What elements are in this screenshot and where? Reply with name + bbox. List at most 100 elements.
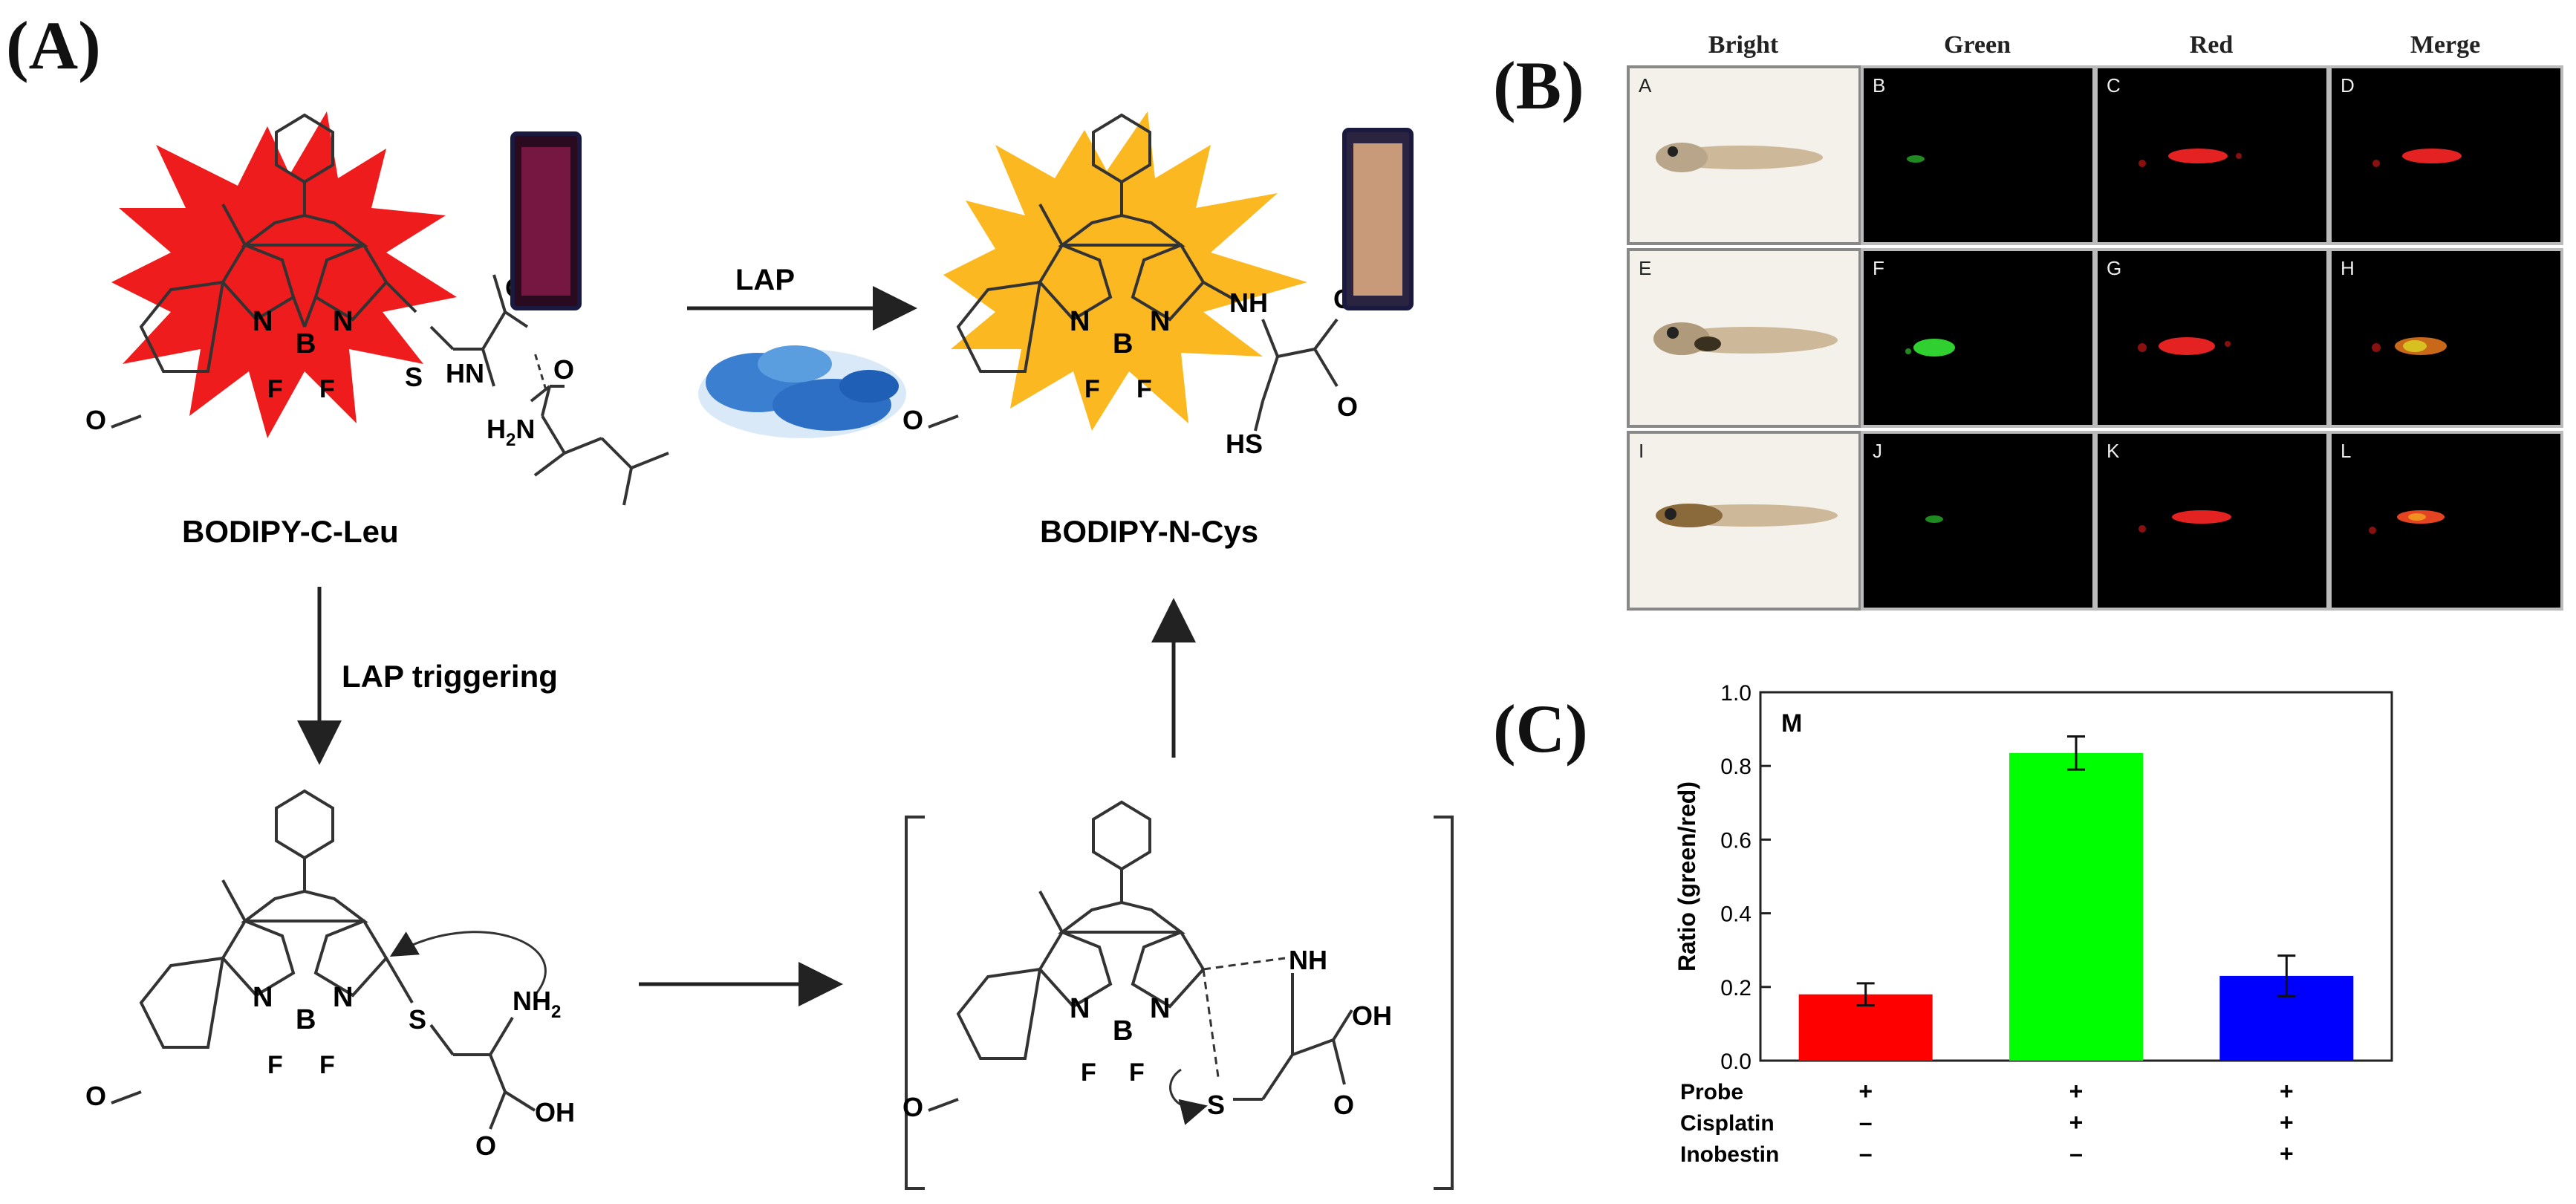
atom-n-left-4: N — [1070, 993, 1090, 1024]
atom-n-left-3: N — [253, 982, 273, 1013]
image-tile-merge: D — [2329, 65, 2563, 245]
atom-oh-4: OH — [1352, 1000, 1392, 1031]
tile-letter: C — [2107, 74, 2121, 97]
atom-f2: F — [319, 375, 335, 403]
condition-sign: + — [2069, 1109, 2084, 1136]
atom-nh-2: NH — [1229, 287, 1268, 318]
tile-letter: B — [1873, 74, 1886, 97]
compound2-label: BODIPY-N-Cys — [1040, 514, 1258, 549]
y-tick-label: 0.0 — [1720, 1050, 1752, 1074]
atom-o-2: O — [1337, 391, 1358, 422]
y-tick-label: 0.4 — [1720, 902, 1752, 927]
atom-f1-3: F — [267, 1051, 283, 1079]
image-tile-red: K — [2095, 431, 2329, 611]
tile-letter: L — [2341, 440, 2352, 462]
atom-n-right-2: N — [1150, 306, 1170, 337]
tile-letter: F — [1873, 257, 1884, 279]
panel-b-label: (B) — [1493, 48, 1584, 123]
tile-letter: J — [1873, 440, 1882, 462]
atom-b-3: B — [296, 1004, 316, 1035]
image-tile-merge: H — [2329, 248, 2563, 428]
condition-label: Probe — [1680, 1080, 1743, 1104]
image-tile-red: C — [2095, 65, 2329, 245]
panel-a-label: (A) — [6, 7, 101, 83]
image-tile-green: F — [1861, 248, 2095, 428]
atom-f1-2: F — [1084, 375, 1100, 403]
atom-oh-3: OH — [535, 1097, 575, 1127]
atom-f2-4: F — [1129, 1058, 1145, 1087]
tile-letter: I — [1639, 440, 1645, 462]
ratio-bar-chart: M Ratio (green/red) 0.0 0.2 0.4 0.6 0.8 1.0 P… — [1674, 681, 2393, 1167]
image-tile-bright: E — [1627, 248, 1861, 428]
panel-c-label: (C) — [1493, 691, 1588, 767]
atom-hs-2: HS — [1226, 429, 1263, 459]
col-header-merge: Merge — [2410, 31, 2481, 59]
atom-nh2-3: NH2 — [513, 986, 561, 1022]
transition-state-bracket: N B N F F NH S OH O O — [902, 800, 1454, 1190]
atom-n-right-4: N — [1150, 993, 1170, 1024]
atom-n-left: N — [253, 306, 273, 337]
atom-s-4: S — [1207, 1090, 1225, 1120]
reaction-scheme: N B N F F S HN O OH H2N O BODIPY-C-Leu L… — [85, 111, 1454, 1190]
atom-o-methoxy: O — [85, 405, 106, 435]
y-tick-label: 0.2 — [1720, 976, 1752, 1000]
condition-sign: – — [1859, 1140, 1873, 1167]
y-tick-label: 0.6 — [1720, 828, 1752, 853]
col-header-bright: Bright — [1708, 31, 1779, 59]
condition-sign: – — [2069, 1140, 2083, 1167]
lap-label: LAP — [735, 264, 795, 296]
tile-letter: G — [2107, 257, 2122, 279]
tile-letter: K — [2107, 440, 2120, 462]
atom-h2n: H2N — [487, 414, 535, 450]
y-axis-label: Ratio (green/red) — [1674, 781, 1700, 972]
condition-label: Inobestin — [1680, 1142, 1779, 1167]
image-tile-bright: I — [1627, 431, 1861, 611]
atom-f1-4: F — [1081, 1058, 1096, 1087]
trigger-label: LAP triggering — [342, 659, 558, 694]
image-tile-red: G — [2095, 248, 2329, 428]
condition-sign: + — [1858, 1078, 1873, 1104]
atom-hn: HN — [446, 358, 484, 388]
y-tick-label: 0.8 — [1720, 755, 1752, 779]
atom-s: S — [405, 362, 423, 392]
atom-n-right-3: N — [333, 982, 353, 1013]
image-tile-green: J — [1861, 431, 2095, 611]
atom-n-left-2: N — [1070, 306, 1090, 337]
atom-o-methoxy-3: O — [85, 1081, 106, 1111]
col-header-red: Red — [2189, 31, 2234, 59]
atom-b-2: B — [1113, 328, 1133, 359]
image-tile-bright: A — [1627, 65, 1861, 245]
atom-o-methoxy-4: O — [902, 1092, 923, 1122]
bar — [2009, 752, 2143, 1061]
atom-o: O — [553, 354, 574, 385]
atom-o-4: O — [1333, 1090, 1354, 1120]
condition-sign: + — [2069, 1078, 2084, 1104]
lap-enzyme-structure — [698, 345, 906, 438]
tile-letter: E — [1639, 257, 1652, 279]
yellow-fluorescence-burst — [943, 111, 1307, 431]
tile-letter: H — [2341, 257, 2355, 279]
atom-b: B — [296, 328, 316, 359]
compound1-label: BODIPY-C-Leu — [182, 514, 399, 549]
chart-panel-label: M — [1781, 709, 1802, 738]
atom-f2-2: F — [1136, 375, 1152, 403]
intermediate-free-amine: N B N F F S NH2 OH O O — [85, 789, 575, 1161]
y-tick-label: 1.0 — [1720, 681, 1752, 706]
atom-b-4: B — [1113, 1015, 1133, 1047]
atom-o-3: O — [475, 1130, 496, 1161]
tile-letter: D — [2341, 74, 2355, 97]
atom-f2-3: F — [319, 1051, 335, 1079]
compound-bodipy-n-cys: N B N F F NH OH O HS O BODIPY-N-Cys — [902, 111, 1373, 549]
image-tile-green: B — [1861, 65, 2095, 245]
atom-n-right: N — [333, 306, 353, 337]
atom-s-3: S — [409, 1004, 426, 1035]
compound-bodipy-c-leu: N B N F F S HN O OH H2N O BODIPY-C-Leu — [85, 111, 669, 549]
condition-sign: + — [2280, 1140, 2294, 1167]
atom-f1: F — [267, 375, 283, 403]
condition-sign: – — [1859, 1109, 1873, 1136]
atom-nh-4: NH — [1289, 945, 1327, 975]
condition-sign: + — [2280, 1078, 2294, 1104]
atom-o-methoxy-2: O — [902, 405, 923, 435]
col-header-green: Green — [1943, 31, 2011, 59]
tile-letter: A — [1639, 74, 1652, 97]
